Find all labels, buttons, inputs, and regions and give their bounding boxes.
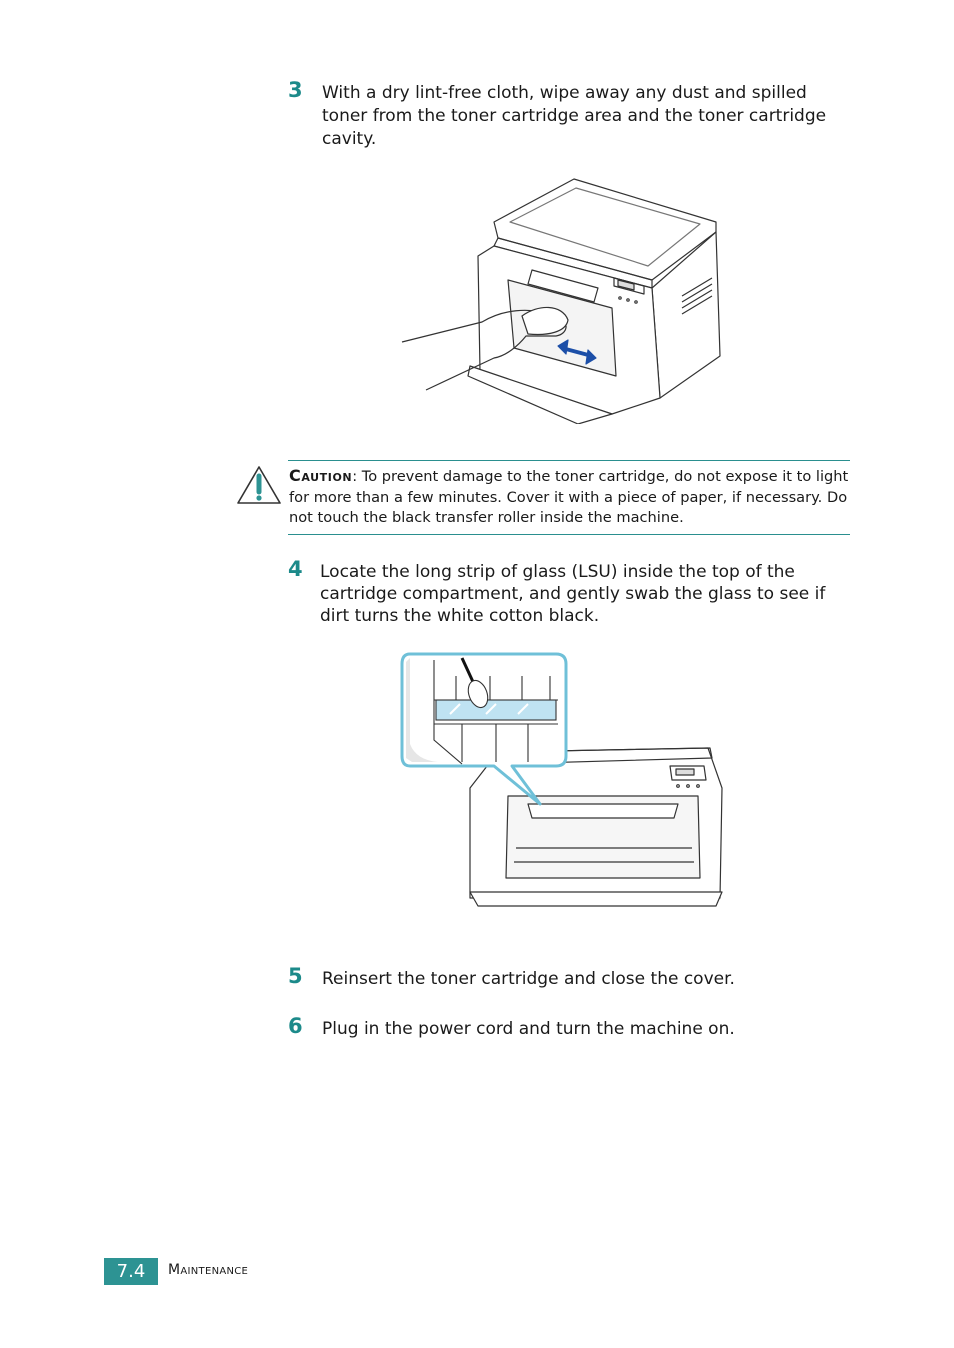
step-number: 3 <box>288 78 303 102</box>
printer-cleaning-illustration <box>401 178 721 424</box>
step-6: 6 Plug in the power cord and turn the ma… <box>288 1014 850 1044</box>
step-text: With a dry lint-free cloth, wipe away an… <box>322 83 827 149</box>
step-number: 5 <box>288 964 303 988</box>
step-3: 3 With a dry lint-free cloth, wipe away … <box>288 78 850 154</box>
step-text: Locate the long strip of glass (LSU) ins… <box>320 562 826 626</box>
step-text: Reinsert the toner cartridge and close t… <box>322 969 735 989</box>
callout-detail <box>406 657 558 765</box>
step-4: 4 Locate the long strip of glass (LSU) i… <box>288 557 850 633</box>
section-title: Maintenance <box>168 1262 249 1278</box>
warning-triangle-icon <box>237 466 281 504</box>
step-5: 5 Reinsert the toner cartridge and close… <box>288 964 850 994</box>
step-number: 6 <box>288 1014 303 1038</box>
page-number: 7.4 <box>104 1258 158 1285</box>
callout-bubble <box>400 652 568 806</box>
divider <box>288 534 850 535</box>
caution-text: Caution: To prevent damage to the toner … <box>289 466 850 529</box>
caution-message: : To prevent damage to the toner cartrid… <box>289 468 849 526</box>
lsu-glass-illustration <box>400 652 723 907</box>
step-text: Plug in the power cord and turn the mach… <box>322 1019 735 1039</box>
divider <box>288 460 850 461</box>
step-number: 4 <box>288 557 303 581</box>
caution-block: Caution: To prevent damage to the toner … <box>236 460 850 535</box>
caution-label: Caution <box>289 466 353 485</box>
